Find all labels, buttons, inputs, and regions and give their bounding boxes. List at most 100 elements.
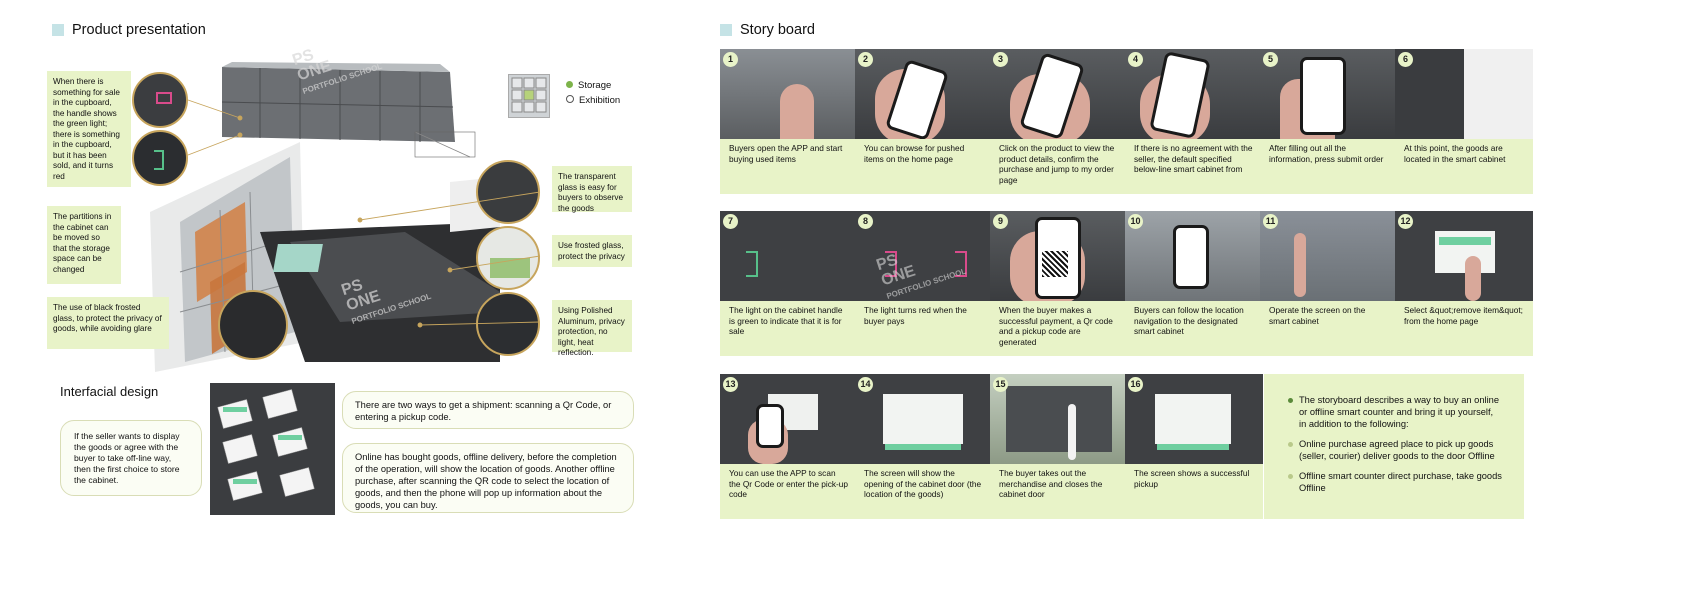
step-5-image: 5 <box>1260 49 1398 139</box>
storyboard-step-2: 2 You can browse for pushed items on the… <box>855 49 993 194</box>
detail-circle-aluminum <box>476 292 540 356</box>
step-2-image: 2 <box>855 49 993 139</box>
step-1-caption: Buyers open the APP and start buying use… <box>729 143 843 164</box>
summary-intro: The storyboard describes a way to buy an… <box>1288 394 1502 430</box>
step-14-number: 14 <box>858 377 873 392</box>
detail-circle-handle-red <box>132 72 188 128</box>
step-16-image: 16 <box>1125 374 1263 464</box>
step-7-number: 7 <box>723 214 738 229</box>
step-8-image: 8 <box>855 211 993 301</box>
step-4-number: 4 <box>1128 52 1143 67</box>
heading-square-icon <box>52 24 64 36</box>
step-2-number: 2 <box>858 52 873 67</box>
storage-dot-icon <box>566 81 573 88</box>
note-partitions: The partitions in the cabinet can be mov… <box>47 206 121 284</box>
storyboard-step-14: 14 The screen will show the opening of t… <box>855 374 993 519</box>
step-6-image: 6 <box>1395 49 1533 139</box>
storyboard-step-13: 13 You can use the APP to scan the Qr Co… <box>720 374 858 519</box>
summary-dot-icon <box>1288 442 1293 447</box>
step-16-number: 16 <box>1128 377 1143 392</box>
storyboard-step-11: 11 Operate the screen on the smart cabin… <box>1260 211 1398 356</box>
step-14-caption: The screen will show the opening of the … <box>864 468 982 500</box>
legend: Storage Exhibition <box>566 78 620 108</box>
summary-dot-icon <box>1288 474 1293 479</box>
product-presentation-title: Product presentation <box>72 22 206 38</box>
step-9-number: 9 <box>993 214 1008 229</box>
step-11-number: 11 <box>1263 214 1278 229</box>
detail-circle-transparent-glass <box>476 160 540 224</box>
storyboard-step-5: 5 After filling out all the information,… <box>1260 49 1398 194</box>
step-6-caption: At this point, the goods are located in … <box>1404 143 1506 164</box>
storyboard-step-1: 1 Buyers open the APP and start buying u… <box>720 49 858 194</box>
step-13-caption: You can use the APP to scan the Qr Code … <box>729 468 848 500</box>
step-15-number: 15 <box>993 377 1008 392</box>
step-5-caption: After filling out all the information, p… <box>1269 143 1384 164</box>
storyboard-step-10: 10 Buyers can follow the location naviga… <box>1125 211 1263 356</box>
detail-circle-black-glass <box>218 290 288 360</box>
step-15-image: 15 <box>990 374 1128 464</box>
step-9-caption: When the buyer makes a successful paymen… <box>999 305 1113 347</box>
storyboard-step-3: 3 Click on the product to view the produ… <box>990 49 1128 194</box>
step-12-caption: Select &quot;remove item&quot; from the … <box>1404 305 1523 326</box>
storyboard-step-7: 7 The light on the cabinet handle is gre… <box>720 211 858 356</box>
step-12-image: 12 <box>1395 211 1533 301</box>
interface-screens-drawing <box>217 389 315 501</box>
step-10-image: 10 <box>1125 211 1263 301</box>
step-1-image: 1 <box>720 49 858 139</box>
step-3-caption: Click on the product to view the product… <box>999 143 1115 185</box>
storyboard-step-9: 9 When the buyer makes a successful paym… <box>990 211 1128 356</box>
step-4-caption: If there is no agreement with the seller… <box>1134 143 1253 175</box>
interface-screens-image <box>210 383 335 515</box>
heading-square-icon <box>720 24 732 36</box>
detail-circle-handle-green <box>132 130 188 186</box>
note-transparent-glass: The transparent glass is easy for buyers… <box>552 166 632 213</box>
note-frosted-glass: Use frosted glass, protect the privacy <box>552 235 632 267</box>
step-12-number: 12 <box>1398 214 1413 229</box>
step-14-image: 14 <box>855 374 993 464</box>
step-1-number: 1 <box>723 52 738 67</box>
storyboard-summary: The storyboard describes a way to buy an… <box>1264 374 1524 519</box>
product-presentation-heading: Product presentation <box>52 22 206 38</box>
step-8-caption: The light turns red when the buyer pays <box>864 305 967 326</box>
step-7-image: 7 <box>720 211 858 301</box>
step-16-caption: The screen shows a successful pickup <box>1134 468 1250 489</box>
storyboard-step-16: 16 The screen shows a successful pickup <box>1125 374 1263 519</box>
step-13-image: 13 <box>720 374 858 464</box>
summary-point-2: Offline smart counter direct purchase, t… <box>1288 470 1502 494</box>
step-9-image: 9 <box>990 211 1128 301</box>
story-board-title: Story board <box>740 22 815 38</box>
step-11-image: 11 <box>1260 211 1398 301</box>
step-5-number: 5 <box>1263 52 1278 67</box>
step-2-caption: You can browse for pushed items on the h… <box>864 143 965 164</box>
step-10-caption: Buyers can follow the location navigatio… <box>1134 305 1244 337</box>
story-board-heading: Story board <box>720 22 815 38</box>
legend-storage: Storage <box>566 78 620 93</box>
storyboard-step-8: 8 The light turns red when the buyer pay… <box>855 211 993 356</box>
step-10-number: 10 <box>1128 214 1143 229</box>
step-4-image: 4 <box>1125 49 1263 139</box>
step-6-number: 6 <box>1398 52 1413 67</box>
interfacial-design-title: Interfacial design <box>60 384 159 399</box>
storyboard-step-6: 6 At this point, the goods are located i… <box>1395 49 1533 194</box>
legend-exhibition: Exhibition <box>566 93 620 108</box>
summary-dot-icon <box>1288 398 1293 403</box>
step-3-number: 3 <box>993 52 1008 67</box>
legend-thumbnail <box>508 74 550 118</box>
step-11-caption: Operate the screen on the smart cabinet <box>1269 305 1366 326</box>
bubble-shipment-ways: There are two ways to get a shipment: sc… <box>342 391 634 429</box>
storyboard-step-15: 15 The buyer takes out the merchandise a… <box>990 374 1128 519</box>
note-polished-aluminum: Using Polished Aluminum, privacy protect… <box>552 300 632 357</box>
callout-lines <box>187 99 541 328</box>
exhibition-dot-icon <box>566 95 574 103</box>
note-handle-light: When there is something for sale in the … <box>47 71 131 187</box>
legend-cabinet-icon <box>511 77 547 113</box>
seller-note: If the seller wants to display the goods… <box>60 420 202 496</box>
step-3-image: 3 <box>990 49 1128 139</box>
step-15-caption: The buyer takes out the merchandise and … <box>999 468 1103 500</box>
step-8-number: 8 <box>858 214 873 229</box>
summary-point-1: Online purchase agreed place to pick up … <box>1288 438 1502 462</box>
storyboard-step-4: 4 If there is no agreement with the sell… <box>1125 49 1263 194</box>
bubble-offline-delivery: Online has bought goods, offline deliver… <box>342 443 634 513</box>
storyboard-step-12: 12 Select &quot;remove item&quot; from t… <box>1395 211 1533 356</box>
step-13-number: 13 <box>723 377 738 392</box>
